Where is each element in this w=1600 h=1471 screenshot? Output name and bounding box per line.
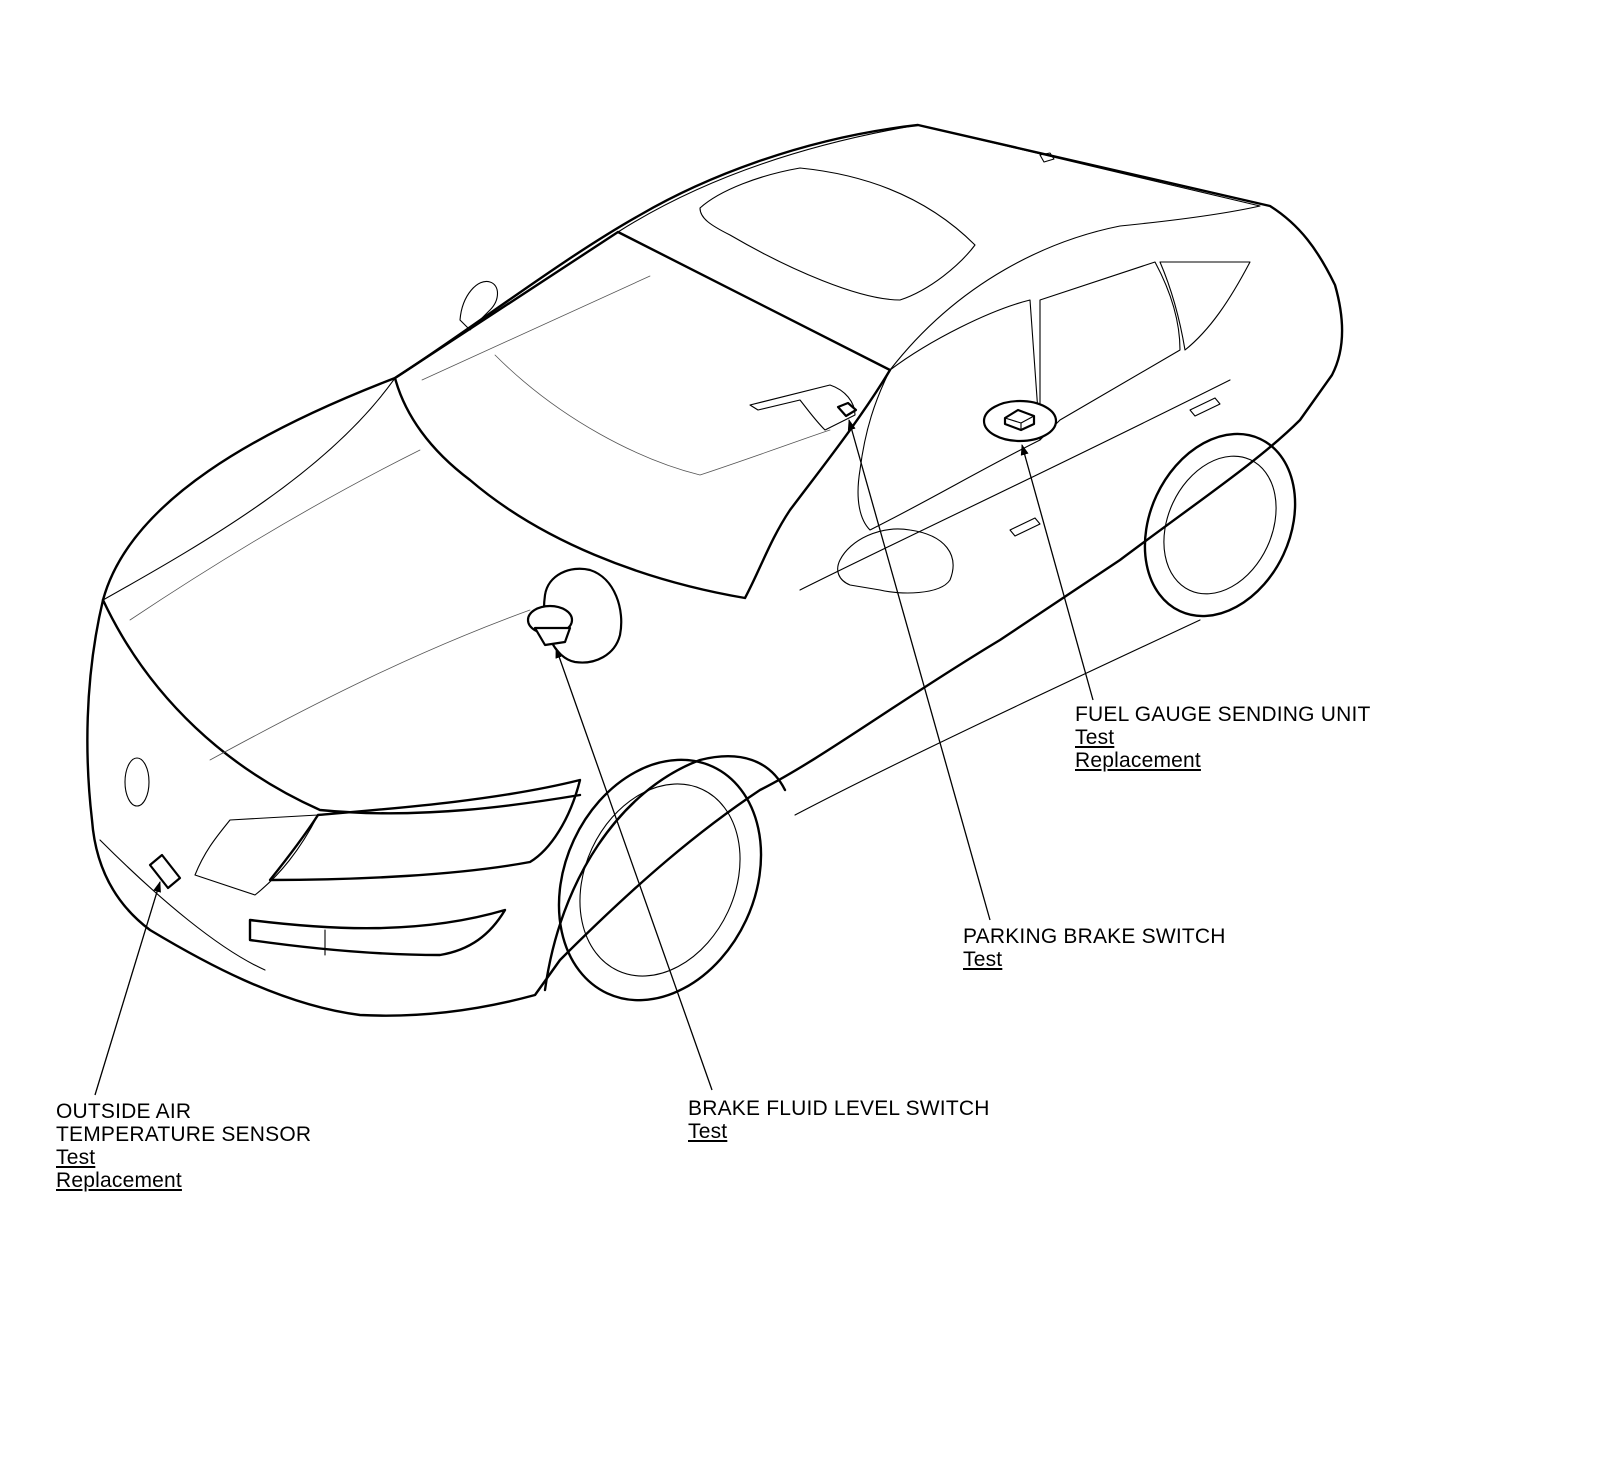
fuel-gauge-replacement-link[interactable]: Replacement [1075, 749, 1201, 772]
callout-brake-fluid-level-switch: BRAKE FLUID LEVEL SWITCH Test [688, 1097, 990, 1143]
leader-brake-fluid [555, 647, 713, 1091]
callout-title: BRAKE FLUID LEVEL SWITCH [688, 1097, 990, 1120]
brake-fluid-level-switch-part [526, 567, 623, 664]
hood-line [101, 598, 582, 815]
sunroof [699, 167, 976, 301]
rear-door-window [1039, 261, 1181, 441]
left-mirror [459, 280, 499, 331]
callout-fuel-gauge-sending-unit: FUEL GAUGE SENDING UNIT Test Replacement [1075, 703, 1371, 772]
grille [194, 814, 319, 896]
leader-fuel-gauge [1020, 444, 1094, 701]
leader-parking-brake [847, 419, 991, 921]
outside-air-test-link[interactable]: Test [56, 1146, 96, 1169]
windshield [393, 230, 892, 600]
front-wheel [557, 758, 763, 1002]
body-outline [86, 123, 1344, 1017]
leader-lines [94, 419, 1094, 1096]
brake-fluid-test-link[interactable]: Test [688, 1120, 728, 1143]
leader-outside-air [94, 881, 161, 1096]
callout-title-line-1: OUTSIDE AIR [56, 1100, 192, 1123]
fog-light [248, 908, 507, 957]
quarter-window [1159, 261, 1251, 351]
callout-title: FUEL GAUGE SENDING UNIT [1075, 703, 1371, 726]
fuel-gauge-sending-unit-part [982, 399, 1058, 443]
callout-parking-brake-switch: PARKING BRAKE SWITCH Test [963, 925, 1226, 971]
outside-air-replacement-link[interactable]: Replacement [56, 1169, 182, 1192]
vehicle-illustration [86, 123, 1344, 1017]
parking-brake-switch-part [749, 384, 858, 431]
outside-air-temperature-sensor-part [148, 853, 182, 890]
rear-wheel [1143, 432, 1297, 618]
callout-title: PARKING BRAKE SWITCH [963, 925, 1226, 948]
emblem [124, 757, 150, 807]
roof-line [617, 124, 1261, 371]
callout-title-line-2: TEMPERATURE SENSOR [56, 1123, 312, 1146]
parking-brake-test-link[interactable]: Test [963, 948, 1003, 971]
front-door-window [857, 299, 1041, 531]
fuel-gauge-test-link[interactable]: Test [1075, 726, 1115, 749]
callout-outside-air-temperature-sensor: OUTSIDE AIR TEMPERATURE SENSOR Test Repl… [56, 1100, 311, 1192]
headlight [268, 778, 582, 882]
